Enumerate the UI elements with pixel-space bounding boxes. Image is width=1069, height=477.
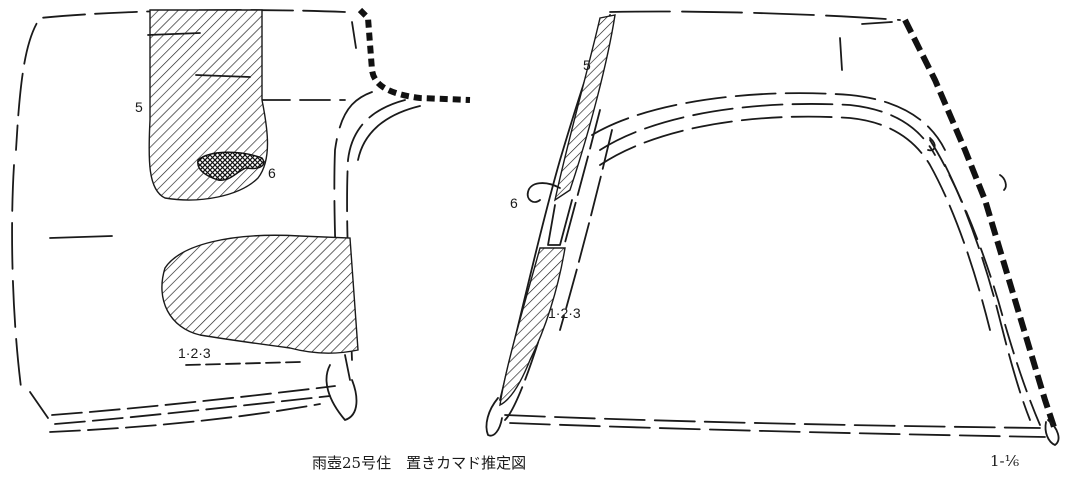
fragment-5-right: [553, 14, 616, 202]
fragment-6-right: [526, 182, 561, 203]
label-123-right: 1·2·3: [548, 305, 581, 321]
fragment-123-left: [161, 234, 359, 354]
left-view: 5 6 1·2·3: [11, 7, 471, 433]
label-5-right: 5: [583, 57, 591, 73]
figure-scale: 1-⅙: [990, 452, 1020, 470]
right-view: 5 6 1·2·3: [485, 10, 1060, 446]
fragment-123-right: [499, 247, 566, 407]
label-123-left: 1·2·3: [178, 345, 211, 361]
fragment-6-left: [197, 151, 265, 181]
label-6-right: 6: [510, 195, 518, 211]
figure-caption: 雨壺25号住 置きカマド推定図: [312, 454, 527, 472]
label-6-left: 6: [268, 165, 276, 181]
label-5-left: 5: [135, 99, 143, 115]
